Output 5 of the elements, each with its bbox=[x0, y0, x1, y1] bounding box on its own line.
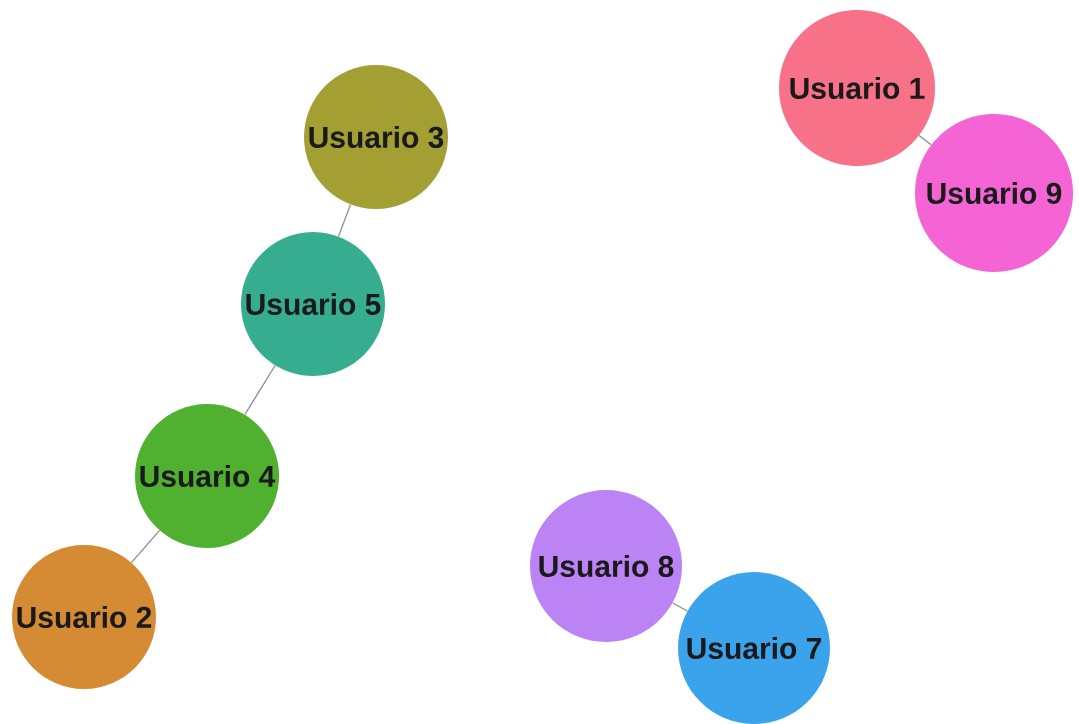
connector-line bbox=[918, 134, 932, 146]
connector-line bbox=[244, 364, 276, 416]
connector-line bbox=[672, 602, 688, 612]
connector-line bbox=[130, 529, 161, 564]
connector-line bbox=[337, 203, 352, 238]
